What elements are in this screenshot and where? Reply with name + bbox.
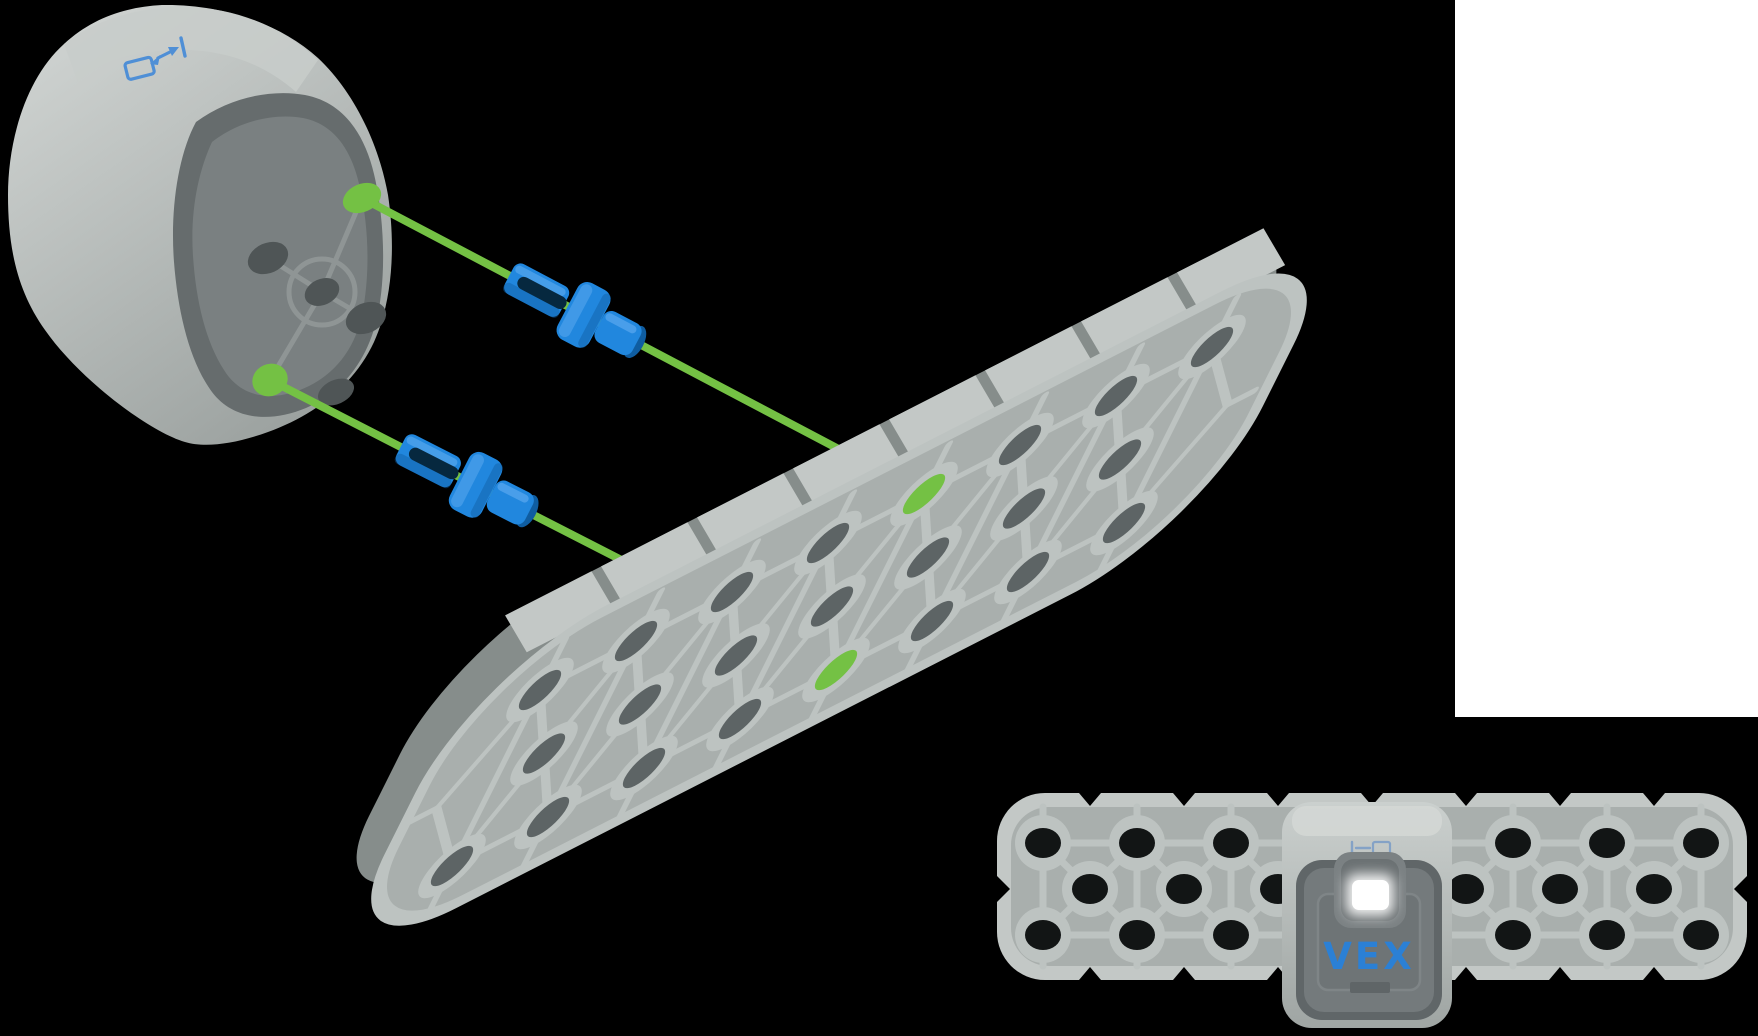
target-hole [814, 649, 858, 691]
beam-hole [714, 635, 758, 676]
cube-highlight-holes [252, 182, 382, 397]
chamfer-strip [1081, 277, 1190, 359]
sensor-top-face [64, 7, 318, 92]
notch [1643, 967, 1665, 980]
beam-hole [622, 747, 666, 789]
notch [1079, 967, 1101, 980]
beam-hole [910, 600, 954, 642]
assembled-sensor: VEX [1282, 802, 1452, 1028]
beam-hole [718, 698, 762, 740]
beam-hole [1190, 326, 1234, 368]
assembled-view: VEX [997, 793, 1747, 1028]
beam-hole [998, 424, 1042, 466]
beam-hole [1002, 488, 1046, 529]
notch [1455, 967, 1477, 980]
chamfer-strip [889, 375, 998, 457]
inset-hole [1495, 828, 1531, 858]
notch [1643, 793, 1665, 806]
beam-hole [1102, 502, 1146, 544]
notch [1173, 793, 1195, 806]
chamfer-strip [985, 326, 1094, 408]
sensor-window [1352, 880, 1389, 910]
alignment-line [358, 194, 928, 498]
beam-hole [906, 537, 950, 578]
inset-hole [1213, 828, 1249, 858]
beam-hole [710, 571, 754, 613]
beam-hole [526, 796, 570, 838]
highlight-hole [252, 363, 288, 397]
beam-hole [1094, 375, 1138, 417]
beam-hole [614, 620, 658, 662]
beam-web [1223, 386, 1259, 409]
beam-hole [618, 684, 662, 725]
inset-hole [1072, 874, 1108, 904]
inset-hole [1636, 874, 1672, 904]
beam-hole [518, 669, 562, 711]
inset-hole [1025, 828, 1061, 858]
beam-hole [522, 733, 566, 774]
notch [1549, 793, 1571, 806]
sensor-hatch-tab [1350, 982, 1390, 993]
chamfer-strip [601, 522, 710, 604]
connector-face-holes [247, 241, 387, 406]
inset-hole [1119, 920, 1155, 950]
notch [1361, 793, 1383, 806]
beam-web [407, 804, 441, 826]
distance-sensor-rear-view [8, 4, 392, 445]
notch [997, 876, 1010, 902]
inset-hole [1589, 828, 1625, 858]
inset-hole [1683, 828, 1719, 858]
beam-hole [1006, 551, 1050, 593]
beam-plate [356, 228, 1307, 926]
inset-hole [1495, 920, 1531, 950]
inset-hole [1589, 920, 1625, 950]
chamfer-strip [793, 424, 902, 506]
inset-hole [1448, 874, 1484, 904]
inset-hole [1166, 874, 1202, 904]
sensor-top-highlight [1292, 806, 1442, 836]
chamfer-strip [697, 473, 806, 555]
inset-hole [1213, 920, 1249, 950]
notch [1267, 793, 1289, 806]
inset-hole [1683, 920, 1719, 950]
beam-hole [1098, 439, 1142, 480]
beam-hole [806, 522, 850, 564]
chamfer-strip [505, 571, 614, 653]
notch [1173, 967, 1195, 980]
inset-hole [1542, 874, 1578, 904]
beam-hole [430, 845, 474, 887]
target-hole [902, 473, 946, 515]
vex-logo: VEX [1323, 935, 1414, 978]
notch [1455, 793, 1477, 806]
notch [1734, 876, 1747, 902]
inset-hole [1119, 828, 1155, 858]
distance-icon [123, 36, 187, 81]
notch [1079, 793, 1101, 806]
beam-hole [810, 586, 854, 627]
inset-hole [1025, 920, 1061, 950]
highlight-hole [342, 182, 382, 214]
notch [1549, 967, 1571, 980]
chamfer-strip [1177, 228, 1286, 310]
